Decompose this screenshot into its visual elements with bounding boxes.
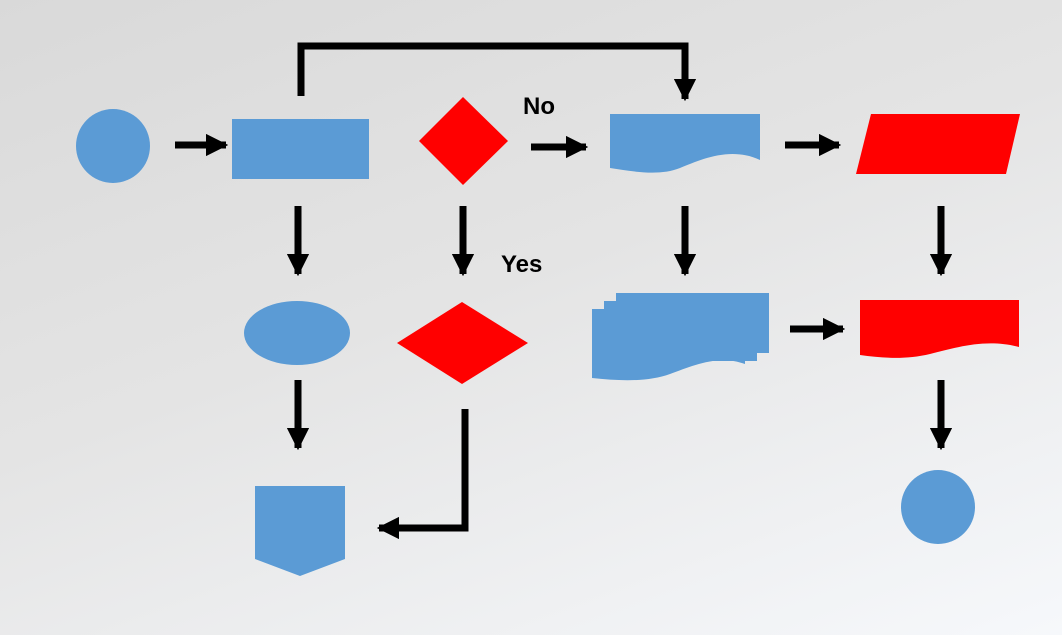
label-no: No	[523, 93, 555, 120]
terminator-ellipse	[244, 301, 350, 365]
document-shape-2	[860, 300, 1019, 358]
arrow-process-to-document-top	[297, 42, 697, 102]
start-circle	[76, 109, 150, 183]
document-shape	[610, 114, 760, 173]
arrow-decision-to-connector	[376, 409, 469, 540]
decision-diamond-2	[397, 302, 528, 384]
label-yes: Yes	[501, 251, 542, 278]
process-box	[232, 119, 369, 179]
off-page-connector-shape	[255, 486, 345, 576]
decision-diamond-1	[419, 97, 508, 185]
end-circle	[901, 470, 975, 544]
multi-document-front-sheet	[592, 309, 745, 381]
multi-document-shape	[592, 293, 769, 381]
data-parallelogram	[856, 114, 1020, 174]
